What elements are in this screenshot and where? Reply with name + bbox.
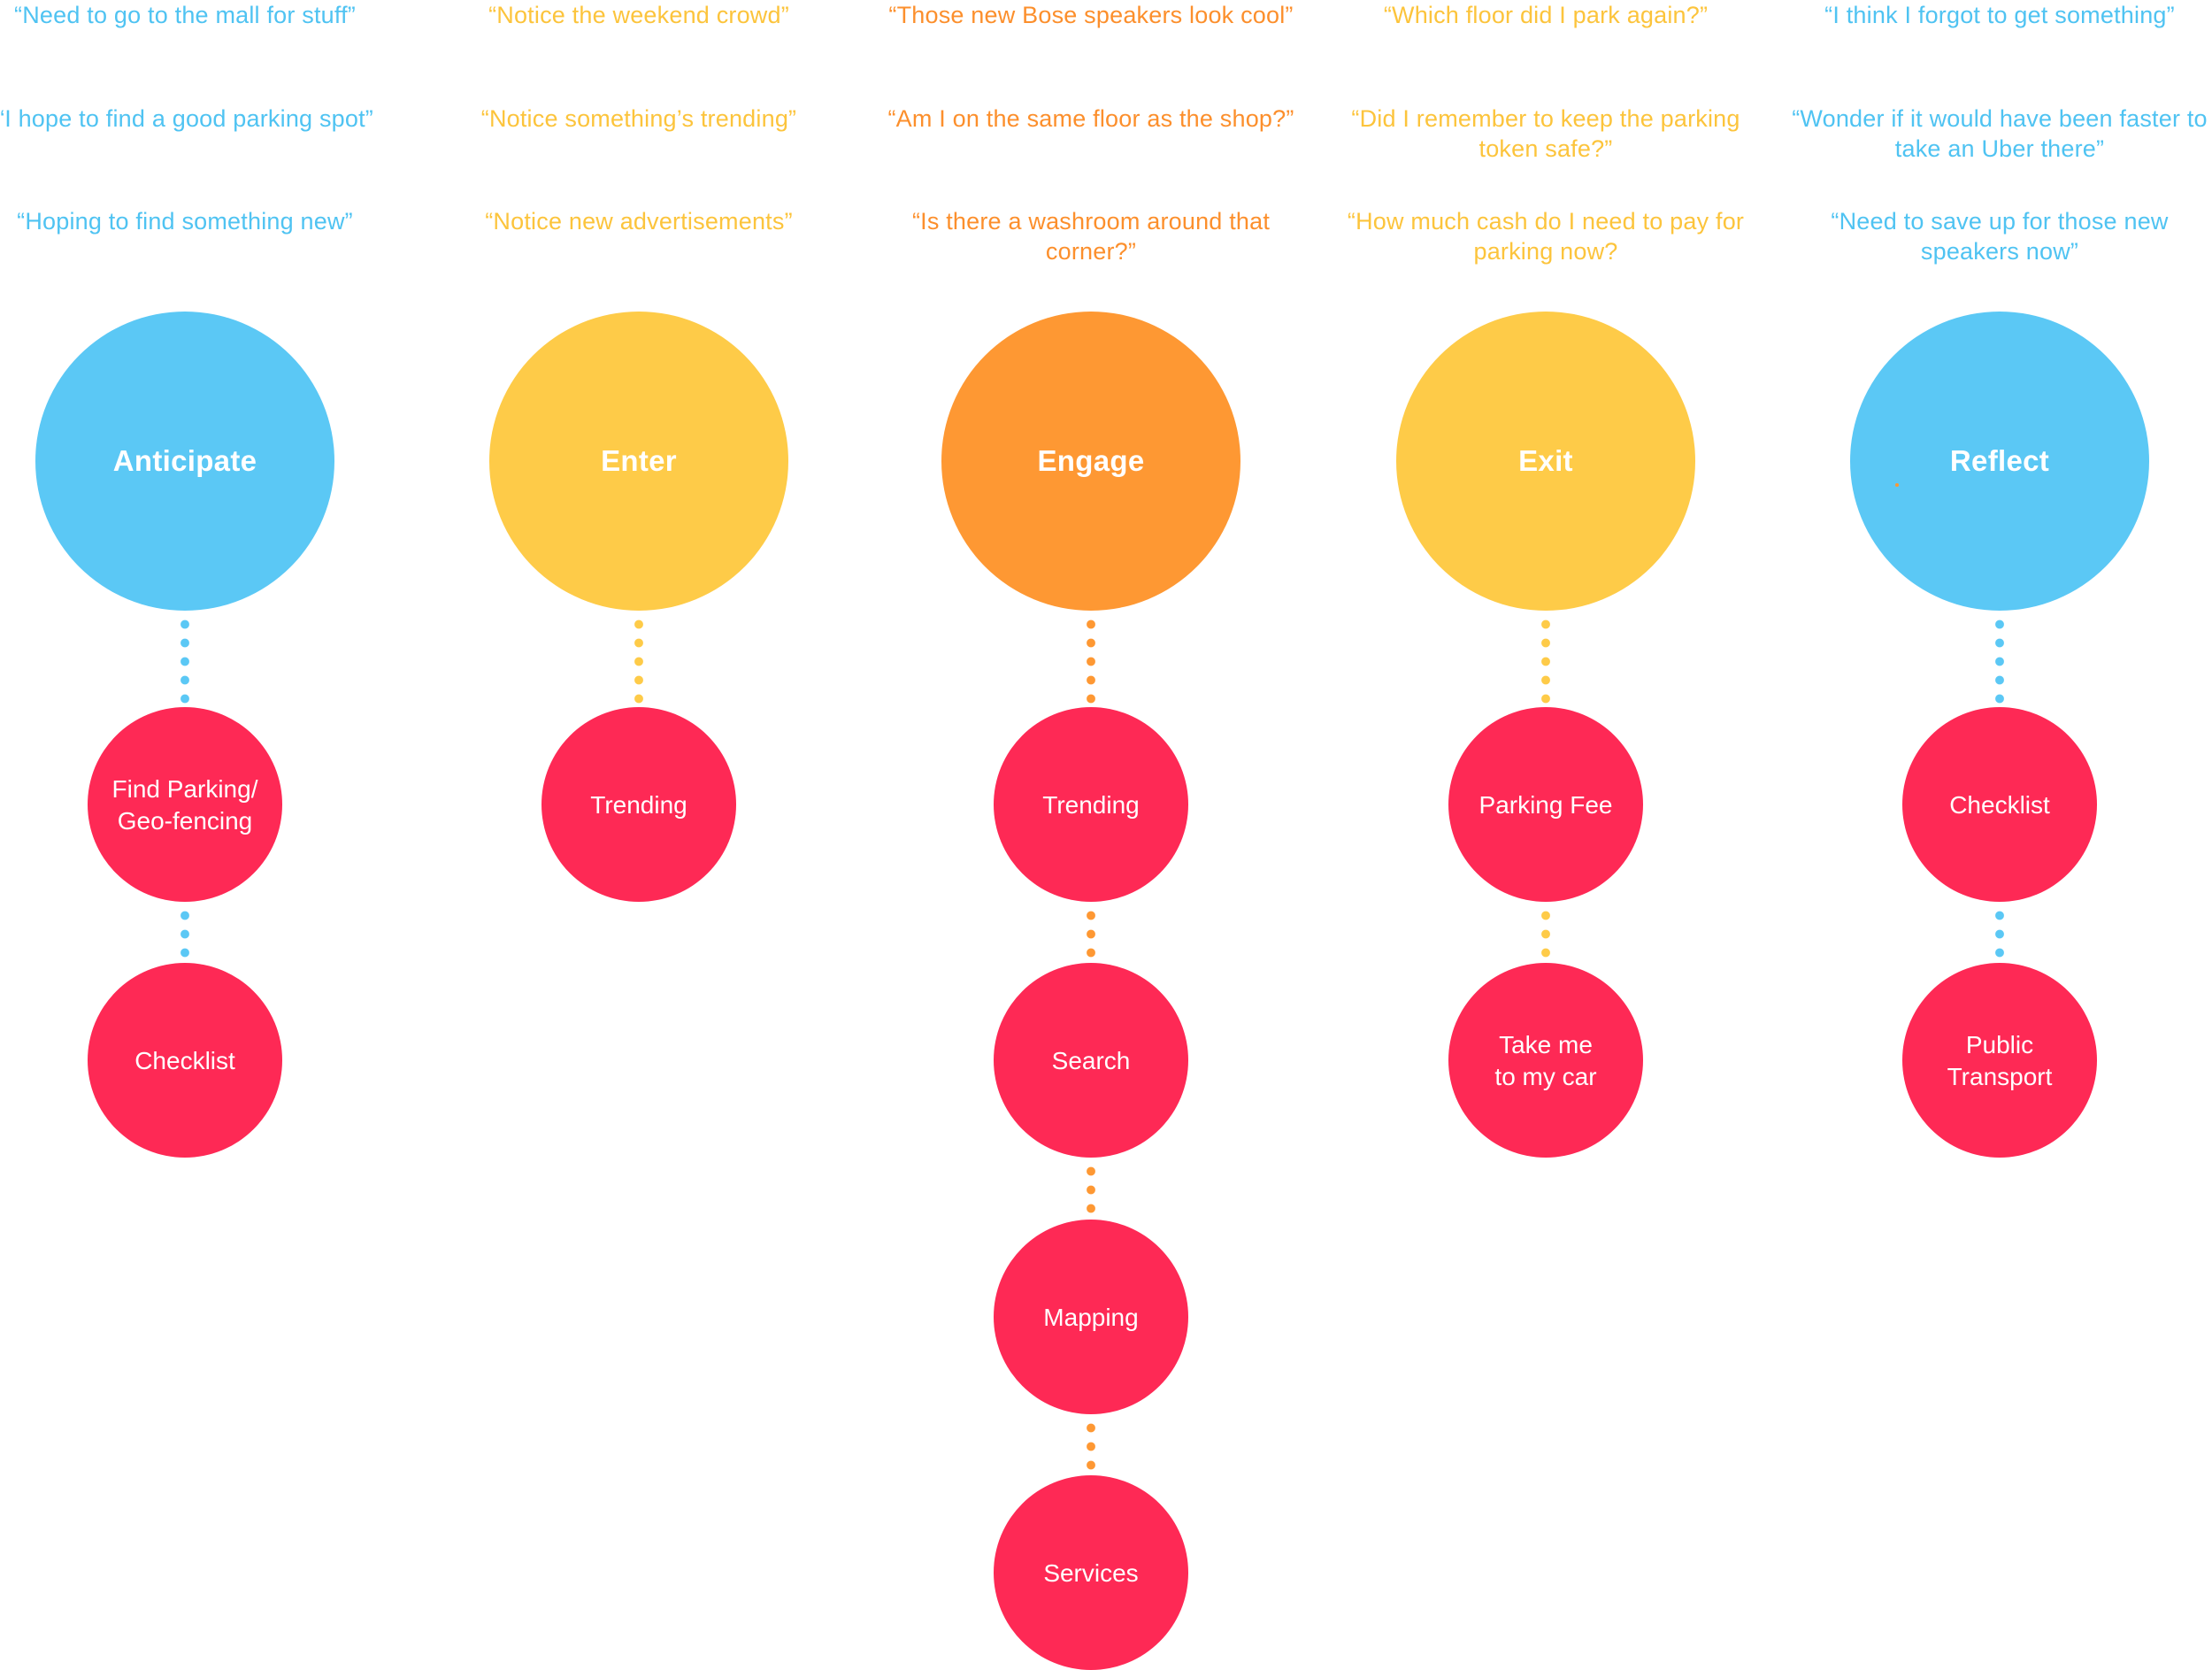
journey-column-exit: “Which floor did I park again?” “Did I re… [1325,0,1767,1670]
stage-node-engage[interactable]: Engage [941,312,1240,611]
quote-engage-3: “Is there a washroom around that corner?… [911,208,1271,265]
dotted-connector-exit-1 [1541,615,1550,712]
feature-label: Public Transport [1947,1031,2053,1090]
stage-label: Reflect [1949,444,2050,477]
feature-node-enter-trending[interactable]: Trending [541,707,736,902]
quote-reflect-1: “I think I forgot to get something” [1824,2,2175,28]
feature-node-engage-services[interactable]: Services [994,1475,1188,1670]
stage-node-exit[interactable]: Exit [1396,312,1695,611]
feature-label: Checklist [134,1047,235,1074]
feature-label: Search [1051,1047,1131,1074]
dotted-connector-exit-2 [1541,906,1550,968]
quote-exit-1: “Which floor did I park again?” [1383,2,1709,28]
stage-node-reflect[interactable]: Reflect [1850,312,2149,611]
quote-exit-2: “Did I remember to keep the parking toke… [1351,105,1740,162]
stage-label: Anticipate [112,444,257,477]
feature-node-engage-trending[interactable]: Trending [994,707,1188,902]
feature-node-anticipate-find-parking-geo-fencing[interactable]: Find Parking/ Geo-fencing [88,707,282,902]
feature-label: Services [1043,1559,1139,1587]
quote-reflect-3: “Need to save up for those new speakers … [1831,208,2169,265]
feature-label: Checklist [1949,791,2050,819]
dotted-connector-enter-1 [634,615,643,712]
feature-label: Trending [590,791,687,819]
quote-reflect-2: “Wonder if it would have been faster to … [1792,105,2208,162]
dotted-connector-reflect-2 [1995,906,2004,968]
feature-node-exit-parking-fee[interactable]: Parking Fee [1448,707,1643,902]
feature-node-anticipate-checklist[interactable]: Checklist [88,963,282,1158]
feature-node-reflect-public-transport[interactable]: Public Transport [1902,963,2097,1158]
stage-node-anticipate[interactable]: Anticipate [35,312,334,611]
journey-column-engage: “Those new Bose speakers look cool” “Am I… [870,0,1312,1670]
quote-enter-3: “Notice new advertisements” [485,208,793,235]
dotted-connector-engage-3 [1087,1162,1095,1225]
feature-label: Take me to my car [1494,1031,1597,1090]
dotted-connector-anticipate-1 [180,615,189,712]
feature-label: Find Parking/ Geo-fencing [111,775,258,835]
feature-node-exit-take-me-to-my-car[interactable]: Take me to my car [1448,963,1643,1158]
feature-node-reflect-checklist[interactable]: Checklist [1902,707,2097,902]
stage-label: Exit [1518,444,1573,477]
dotted-connector-reflect-1 [1995,615,2004,712]
stage-label: Enter [601,444,677,477]
quote-anticipate-1: “Need to go to the mall for stuff” [14,2,356,28]
feature-label: Mapping [1043,1304,1139,1331]
feature-label: Parking Fee [1479,791,1613,819]
journey-column-reflect: “I think I forgot to get something” “Wond… [1778,0,2212,1670]
dotted-connector-engage-2 [1087,906,1095,968]
quote-anticipate-2: “I hope to find a good parking spot” [0,105,373,132]
journey-column-anticipate: “Need to go to the mall for stuff” “I hop… [0,0,406,1670]
feature-node-engage-mapping[interactable]: Mapping [994,1220,1188,1414]
quote-engage-1: “Those new Bose speakers look cool” [888,2,1294,28]
quote-enter-1: “Notice the weekend crowd” [488,2,789,28]
dotted-connector-engage-1 [1087,615,1095,712]
dotted-connector-anticipate-2 [180,906,189,968]
feature-label: Trending [1042,791,1140,819]
quote-enter-2: “Notice something’s trending” [480,105,797,132]
feature-node-engage-search[interactable]: Search [994,963,1188,1158]
stray-dot [1895,483,1899,487]
dotted-connector-engage-4 [1087,1419,1095,1481]
quote-engage-2: “Am I on the same floor as the shop?” [887,105,1294,132]
quote-exit-3: “How much cash do I need to pay for park… [1347,208,1745,265]
quote-anticipate-3: “Hoping to find something new” [17,208,353,235]
stage-label: Engage [1037,444,1145,477]
journey-column-enter: “Notice the weekend crowd” “Notice someth… [418,0,860,1670]
stage-node-enter[interactable]: Enter [489,312,788,611]
